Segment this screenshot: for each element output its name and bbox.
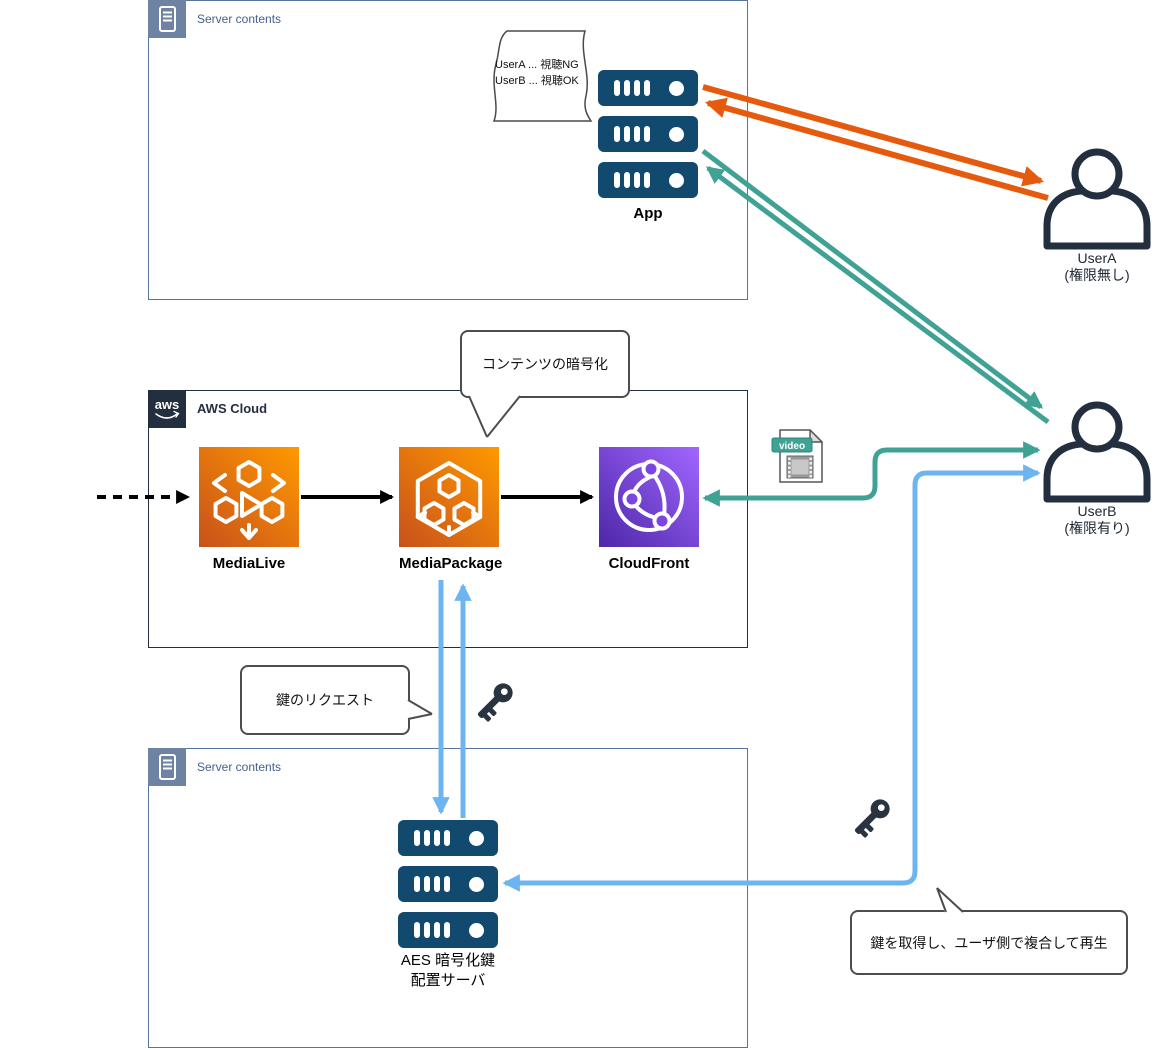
policy-note-line1: UserA ... 視聴NG xyxy=(495,59,579,71)
aws-logo-text: aws xyxy=(155,397,180,412)
callout-key-request: 鍵のリクエスト xyxy=(240,665,410,735)
video-file-label: video xyxy=(779,441,805,452)
app-label: App xyxy=(633,205,663,222)
medialive-icon xyxy=(199,447,299,547)
user-b-role: (権限有り) xyxy=(1064,520,1130,536)
cloudfront-icon xyxy=(599,447,699,547)
mediapackage-icon xyxy=(399,447,499,547)
aes-server-label-line1: AES 暗号化鍵 xyxy=(400,952,496,969)
aes-server-rack-icon xyxy=(398,912,498,948)
mediapackage-label: MediaPackage xyxy=(399,555,503,572)
arrow-app-to-usera xyxy=(702,84,1045,187)
app-server-rack-icon xyxy=(598,162,698,198)
user-a-name: UserA xyxy=(1077,250,1117,266)
policy-note xyxy=(486,26,598,131)
callout-key-playback: 鍵を取得し、ユーザ側で複合して再生 xyxy=(850,910,1128,975)
cloudfront-label: CloudFront xyxy=(608,555,690,572)
server-tower-icon xyxy=(148,748,186,786)
medialive-label: MediaLive xyxy=(212,555,286,572)
user-a-label: UserA (権限無し) xyxy=(1047,250,1147,284)
aes-server-label: AES 暗号化鍵 配置サーバ xyxy=(378,951,518,991)
aws-cloud-title: AWS Cloud xyxy=(197,401,268,416)
app-server-rack-icon xyxy=(598,70,698,106)
server-tower-icon xyxy=(148,0,186,38)
user-b-label: UserB (権限有り) xyxy=(1047,503,1147,537)
policy-note-line2: UserB ... 視聴OK xyxy=(495,75,579,87)
callout-key-request-tail xyxy=(407,699,433,720)
aws-logo-icon: aws xyxy=(148,390,186,428)
app-server-rack-icon xyxy=(598,116,698,152)
aes-server-rack-icon xyxy=(398,866,498,902)
top-server-box-title: Server contents xyxy=(197,12,282,26)
arrow-app-to-userb xyxy=(701,149,1044,409)
arrow-usera-to-app xyxy=(704,97,1049,201)
arrow-cloudfront-userb xyxy=(702,441,1041,507)
user-a-role: (権限無し) xyxy=(1064,267,1130,283)
arrow-userb-to-app xyxy=(705,165,1050,425)
key-icon xyxy=(468,672,524,733)
aes-server-label-line2: 配置サーバ xyxy=(410,972,486,989)
policy-note-text: UserA ... 視聴NG UserB ... 視聴OK xyxy=(495,57,579,89)
user-a-icon xyxy=(1042,146,1152,257)
callout-encryption: コンテンツの暗号化 xyxy=(460,330,630,398)
video-file-icon: video xyxy=(770,426,828,491)
bottom-server-box-title: Server contents xyxy=(197,760,282,774)
aes-server-rack-icon xyxy=(398,820,498,856)
key-icon xyxy=(845,788,901,849)
user-b-name: UserB xyxy=(1077,503,1117,519)
user-b-icon xyxy=(1042,399,1152,510)
